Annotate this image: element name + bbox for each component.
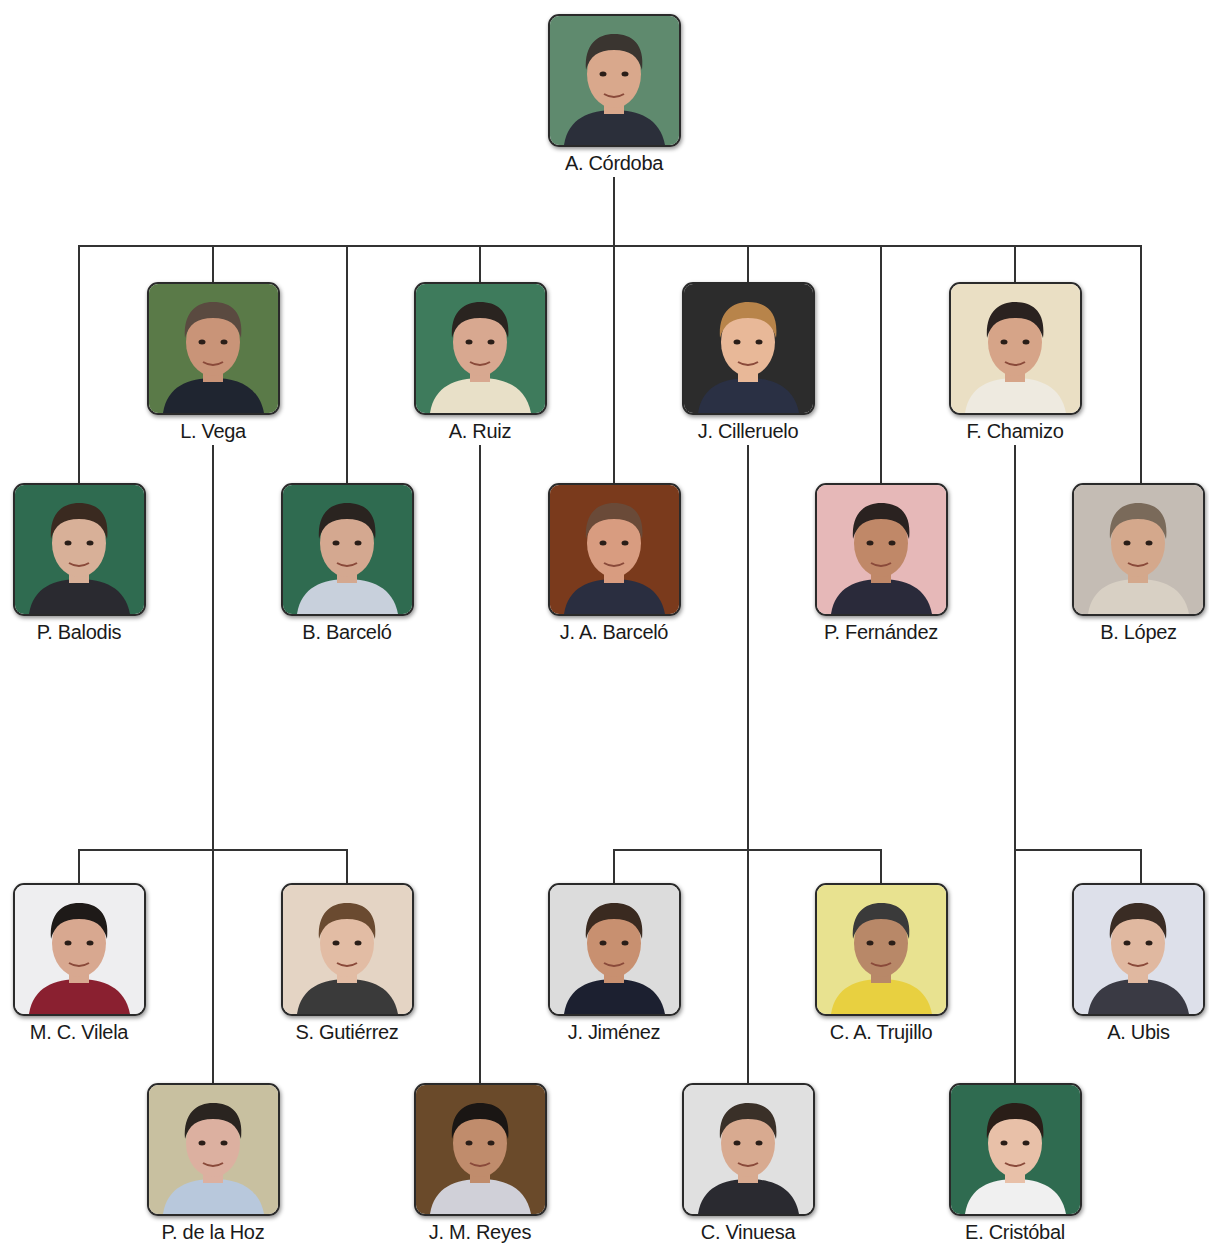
- person-name: L. Vega: [178, 419, 248, 443]
- person-name: J. M. Reyes: [427, 1220, 533, 1244]
- person-node: J. Jiménez: [548, 883, 681, 1044]
- person-node: M. C. Vilela: [13, 883, 146, 1044]
- person-node: F. Chamizo: [949, 282, 1082, 443]
- person-node: B. Barceló: [281, 483, 414, 644]
- person-name: P. Balodis: [35, 620, 123, 644]
- portrait-photo: [1074, 485, 1203, 614]
- person-node: J. Cilleruelo: [682, 282, 815, 443]
- person-node: P. Fernández: [815, 483, 948, 644]
- portrait-photo: [15, 885, 144, 1014]
- tree-connector: [212, 445, 214, 1083]
- person-name: P. Fernández: [822, 620, 940, 644]
- photo-frame: [281, 483, 414, 616]
- person-name: J. Jiménez: [566, 1020, 663, 1044]
- person-node: P. Balodis: [13, 483, 146, 644]
- person-node: B. López: [1072, 483, 1205, 644]
- person-node: J. M. Reyes: [414, 1083, 547, 1244]
- tree-connector: [614, 177, 748, 282]
- portrait-photo: [416, 284, 545, 413]
- portrait-photo: [15, 485, 144, 614]
- photo-frame: [147, 282, 280, 415]
- person-name: E. Cristóbal: [963, 1220, 1067, 1244]
- photo-frame: [548, 483, 681, 616]
- tree-connector: [1014, 445, 1016, 1083]
- portrait-photo: [283, 485, 412, 614]
- person-node: L. Vega: [147, 282, 280, 443]
- photo-frame: [682, 1083, 815, 1216]
- photo-frame: [13, 483, 146, 616]
- person-node: S. Gutiérrez: [281, 883, 414, 1044]
- portrait-photo: [283, 885, 412, 1014]
- portrait-photo: [550, 485, 679, 614]
- photo-frame: [815, 883, 948, 1016]
- person-name: J. A. Barceló: [558, 620, 670, 644]
- portrait-photo: [817, 885, 946, 1014]
- portrait-photo: [149, 284, 278, 413]
- portrait-photo: [817, 485, 946, 614]
- person-name: P. de la Hoz: [160, 1220, 267, 1244]
- person-name: F. Chamizo: [964, 419, 1065, 443]
- portrait-photo: [149, 1085, 278, 1214]
- person-node: C. A. Trujillo: [815, 883, 948, 1044]
- photo-frame: [147, 1083, 280, 1216]
- person-name: M. C. Vilela: [28, 1020, 130, 1044]
- person-node: E. Cristóbal: [949, 1083, 1082, 1244]
- tree-connector: [79, 177, 614, 483]
- person-node: J. A. Barceló: [548, 483, 681, 644]
- portrait-photo: [1074, 885, 1203, 1014]
- portrait-photo: [550, 16, 679, 145]
- tree-connector: [213, 177, 614, 282]
- tree-connector: [614, 177, 1141, 483]
- person-node: A. Ruiz: [414, 282, 547, 443]
- person-node: C. Vinuesa: [682, 1083, 815, 1244]
- person-name: A. Ruiz: [447, 419, 513, 443]
- photo-frame: [1072, 483, 1205, 616]
- tree-connector: [479, 445, 481, 1083]
- photo-frame: [682, 282, 815, 415]
- tree-connector: [747, 445, 749, 1083]
- person-name: C. A. Trujillo: [828, 1020, 935, 1044]
- portrait-photo: [416, 1085, 545, 1214]
- person-name: A. Córdoba: [563, 151, 665, 175]
- portrait-photo: [550, 885, 679, 1014]
- tree-connector: [614, 177, 881, 483]
- person-name: B. López: [1098, 620, 1179, 644]
- person-name: S. Gutiérrez: [293, 1020, 400, 1044]
- photo-frame: [13, 883, 146, 1016]
- tree-connector: [614, 177, 1015, 282]
- photo-frame: [815, 483, 948, 616]
- photo-frame: [414, 1083, 547, 1216]
- photo-frame: [548, 883, 681, 1016]
- person-node: A. Córdoba: [548, 14, 681, 175]
- tree-connector: [347, 177, 614, 483]
- person-node: P. de la Hoz: [147, 1083, 280, 1244]
- person-name: B. Barceló: [300, 620, 393, 644]
- person-name: C. Vinuesa: [699, 1220, 797, 1244]
- photo-frame: [949, 1083, 1082, 1216]
- person-node: A. Ubis: [1072, 883, 1205, 1044]
- photo-frame: [949, 282, 1082, 415]
- photo-frame: [548, 14, 681, 147]
- portrait-photo: [684, 1085, 813, 1214]
- photo-frame: [281, 883, 414, 1016]
- person-name: J. Cilleruelo: [696, 419, 801, 443]
- person-name: A. Ubis: [1105, 1020, 1171, 1044]
- portrait-photo: [951, 284, 1080, 413]
- portrait-photo: [951, 1085, 1080, 1214]
- tree-connector: [480, 177, 614, 282]
- portrait-photo: [684, 284, 813, 413]
- photo-frame: [414, 282, 547, 415]
- photo-frame: [1072, 883, 1205, 1016]
